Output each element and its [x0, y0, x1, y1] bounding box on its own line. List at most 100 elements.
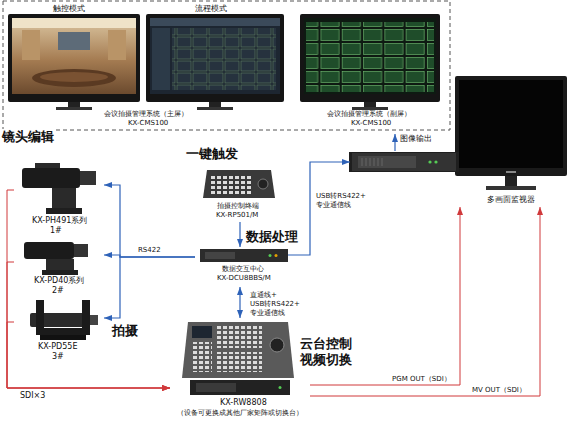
node-label: 拍摄控制终端 [217, 202, 259, 211]
section-heading: 拍摄 [112, 323, 138, 339]
video-wire [7, 322, 170, 388]
data-center-unit-part [269, 254, 272, 257]
camera-pd55e-part [36, 328, 90, 335]
multiview-monitor-part [506, 171, 516, 173]
rack-server-part [349, 152, 459, 172]
camera-pd40 [24, 242, 88, 275]
node-label: 多画面监视器 [487, 195, 535, 205]
wire-label: MV OUT（SDI） [472, 386, 526, 395]
touch-monitor-part [108, 30, 126, 60]
data-center-unit [200, 249, 288, 262]
camera-pd40-part [46, 259, 74, 271]
node-label: KX-RP501/M [216, 211, 258, 220]
node-label: 流程模式 [195, 4, 227, 14]
touch-monitor-part [58, 32, 90, 50]
section-heading: 数据处理 [246, 229, 298, 245]
touch-monitor-part [12, 18, 136, 28]
camera-box: KX-PH491系列1# [14, 158, 104, 236]
video-switcher-part [182, 322, 294, 378]
touch-monitor-part [32, 69, 116, 87]
touch-monitor-part [8, 14, 140, 102]
video-switcher-part [190, 380, 290, 395]
sub-monitor [300, 14, 440, 110]
multiview-monitor-part [505, 176, 517, 186]
camera-box: KX-PD40系列2# [14, 238, 104, 296]
rack-server-part [358, 156, 416, 168]
node-label: KX-DCU8BBS/M [217, 274, 271, 283]
sub-monitor-part [300, 14, 440, 102]
flow-monitor-part [172, 28, 276, 90]
node-label: 数据交互中心 [222, 265, 264, 274]
rack-server-part [352, 153, 456, 171]
flow-monitor [146, 14, 284, 110]
camera-ph491-part [35, 163, 60, 168]
multiview-monitor-part [459, 80, 563, 168]
wire-label: 直通线+ USB转RS422+ 专业通信线 [250, 291, 310, 317]
rack-server-part [428, 160, 431, 163]
data-center-unit-part [205, 252, 235, 259]
multiview-monitor-part [486, 186, 536, 190]
screen-group: 会议拍摄管理系统（副屏）KX-CMS100 [298, 8, 440, 128]
dashed-region [3, 1, 450, 130]
video-switcher-part [192, 342, 212, 372]
flow-monitor-part [150, 18, 280, 94]
rack-server-part [362, 158, 382, 166]
camera-pd40-part [42, 270, 78, 275]
control-wire [104, 185, 195, 257]
control-terminal-part [258, 179, 268, 189]
section-heading: 一键触发 [186, 146, 238, 162]
node-label: 会议拍摄管理系统（副屏） [327, 110, 411, 119]
sub-monitor-part [352, 107, 388, 110]
camera-ph491 [22, 163, 96, 214]
wire-label: PGM OUT（SDI） [392, 375, 451, 384]
control-wire [104, 257, 195, 318]
camera-pd55e [30, 300, 98, 340]
control-wire [239, 287, 240, 318]
flow-monitor-part [146, 14, 284, 102]
wire-label: USB转RS422+ 专业通信线 [316, 192, 376, 210]
multiview-monitor [455, 76, 567, 190]
wire-label: RS422 [138, 246, 161, 255]
touch-monitor-part [56, 107, 92, 110]
wire-label: SDI×3 [20, 391, 45, 401]
wire-label: 图像输出 [400, 134, 432, 144]
sub-monitor-part [304, 18, 436, 94]
touch-monitor [8, 14, 140, 110]
video-switcher-part [270, 338, 284, 352]
data-center-unit-part [275, 254, 278, 257]
touch-monitor-part [40, 72, 108, 82]
video-output-wire [394, 134, 395, 151]
camera-ph491-part [52, 188, 76, 208]
video-switcher-part [196, 383, 236, 392]
node-label: KX-PD55E [38, 342, 77, 352]
multiview-monitor-part [455, 76, 567, 176]
flow-monitor-part [197, 107, 233, 110]
control-terminal-part [203, 170, 275, 198]
sub-monitor-part [306, 22, 434, 92]
camera-pd40-part [24, 242, 74, 259]
section-heading: 云台控制 视频切换 [300, 336, 360, 369]
touch-monitor-part [22, 30, 40, 60]
node-label: KX-PH491系列 [32, 216, 87, 226]
camera-box: KX-PD55E3# [14, 298, 104, 364]
flow-monitor-part [150, 18, 280, 26]
node-label: KX-CMS100 [128, 119, 168, 128]
rack-server [349, 152, 459, 172]
node-label: KX-PD40系列 [34, 276, 84, 286]
touch-monitor-part [12, 18, 136, 94]
node-label: 1# [50, 226, 62, 236]
camera-pd40-part [74, 244, 88, 257]
control-terminal-part [210, 174, 252, 194]
monitor-box: 多画面监视器 [453, 74, 569, 207]
flow-monitor-part [152, 28, 170, 90]
video-wire [7, 262, 170, 388]
video-wire [7, 190, 170, 388]
video-switcher-part [192, 326, 212, 338]
video-switcher-part [216, 352, 262, 372]
camera-pd55e-part [40, 335, 86, 340]
device-box: 拍摄控制终端KX-RP501/M [190, 164, 285, 222]
control-terminal [203, 170, 275, 198]
